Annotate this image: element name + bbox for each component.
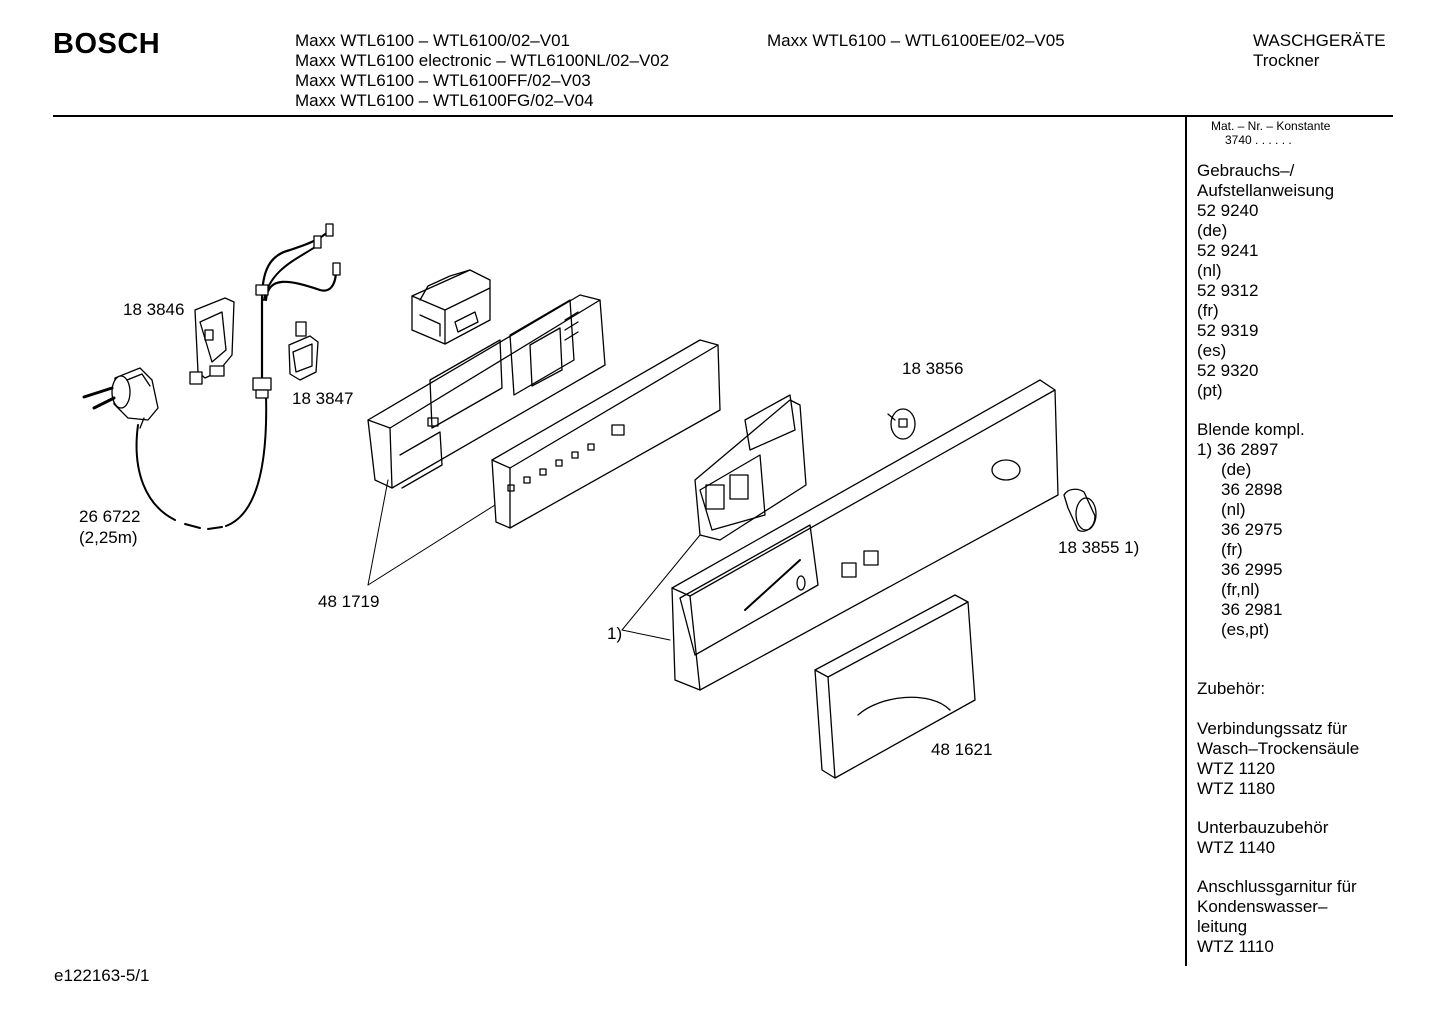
accessory-group: Anschlussgarnitur für Kondenswasser– lei… xyxy=(1197,877,1357,957)
panel-section: Blende kompl. 1) 36 2897 (de) 36 2898 (n… xyxy=(1197,420,1305,640)
mounting-bracket xyxy=(189,297,235,385)
wiring-harness xyxy=(252,223,341,399)
manual-entry: (nl) xyxy=(1197,261,1222,280)
model-line: Maxx WTL6100 – WTL6100FF/02–V03 xyxy=(295,71,591,90)
panel-entry: (nl) xyxy=(1221,500,1246,519)
manual-title: Gebrauchs–/ xyxy=(1197,161,1295,180)
manual-entry: (fr) xyxy=(1197,301,1219,320)
category-heading: WASCHGERÄTE Trockner xyxy=(1253,31,1386,71)
knob-shaft xyxy=(887,408,916,440)
power-plug xyxy=(82,367,159,429)
model-line: Maxx WTL6100 – WTL6100/02–V01 xyxy=(295,31,570,50)
sidebar-divider xyxy=(1185,117,1187,966)
brand-logo: BOSCH xyxy=(53,28,161,60)
accessories-title: Zubehör: xyxy=(1197,679,1266,698)
manual-title: Aufstellanweisung xyxy=(1197,181,1335,200)
relay-connector xyxy=(288,321,319,381)
model-list-secondary: Maxx WTL6100 – WTL6100EE/02–V05 xyxy=(767,31,1065,51)
power-cable xyxy=(135,394,268,530)
panel-entry: 36 2898 xyxy=(1221,480,1283,499)
front-control-panel xyxy=(671,379,1059,691)
part-label-266722: 26 6722 xyxy=(79,507,141,526)
model-line: Maxx WTL6100 – WTL6100FG/02–V04 xyxy=(295,91,594,110)
part-label-481719: 48 1719 xyxy=(318,592,380,611)
panel-entry: (fr) xyxy=(1221,540,1243,559)
material-number-block: Mat. – Nr. – Konstante 3740 . . . . . . xyxy=(1211,119,1330,147)
exploded-parts-drawing xyxy=(82,223,1097,779)
panel-membrane xyxy=(491,339,721,529)
category-line-1: WASCHGERÄTE xyxy=(1253,31,1386,50)
model-line: Maxx WTL6100 electronic – WTL6100NL/02–V… xyxy=(295,51,670,70)
part-label-183856: 18 3856 xyxy=(902,359,964,378)
category-line-2: Trockner xyxy=(1253,51,1320,70)
door-flap xyxy=(814,594,976,779)
part-label-183847: 18 3847 xyxy=(292,389,354,408)
drawing-id: e122163-5/1 xyxy=(54,966,150,985)
part-label-183846: 18 3846 xyxy=(123,300,185,319)
manual-entry: (es) xyxy=(1197,341,1227,360)
accessory-line: WTZ 1120 xyxy=(1197,759,1276,778)
part-label-266722-length: (2,25m) xyxy=(79,528,138,547)
accessory-line: Kondenswasser– xyxy=(1197,897,1328,916)
accessory-line: WTZ 1180 xyxy=(1197,779,1276,798)
panel-title: Blende kompl. xyxy=(1197,420,1305,439)
panel-carrier-frame xyxy=(367,294,606,489)
leader-lines xyxy=(367,479,701,641)
panel-entry: 36 2995 xyxy=(1221,560,1283,579)
panel-entry: 1) 36 2897 xyxy=(1197,440,1279,459)
accessory-line: WTZ 1110 xyxy=(1197,937,1274,956)
manual-entry: 52 9312 xyxy=(1197,281,1259,300)
panel-entry: (es,pt) xyxy=(1221,620,1270,639)
model-list-primary: Maxx WTL6100 – WTL6100/02–V01 Maxx WTL61… xyxy=(295,31,669,111)
manual-entry: (de) xyxy=(1197,221,1228,240)
accessory-group: Verbindungssatz für Wasch–Trockensäule W… xyxy=(1197,719,1359,799)
material-number-label: Mat. – Nr. – Konstante xyxy=(1211,119,1331,133)
rotary-knob xyxy=(1063,488,1097,532)
accessory-line: leitung xyxy=(1197,917,1248,936)
panel-entry: (de) xyxy=(1221,460,1252,479)
accessory-line: Verbindungssatz für xyxy=(1197,719,1348,738)
panel-entry: 36 2981 xyxy=(1221,600,1283,619)
manual-entry: 52 9319 xyxy=(1197,321,1259,340)
accessory-line: Wasch–Trockensäule xyxy=(1197,739,1360,758)
electronic-module xyxy=(411,269,491,345)
button-holder xyxy=(694,394,807,541)
manual-entry: 52 9320 xyxy=(1197,361,1259,380)
model-line: Maxx WTL6100 – WTL6100EE/02–V05 xyxy=(767,31,1065,50)
accessory-line: Anschlussgarnitur für xyxy=(1197,877,1357,896)
manual-entry: 52 9240 xyxy=(1197,201,1259,220)
part-label-481621: 48 1621 xyxy=(931,740,993,759)
manual-section: Gebrauchs–/ Aufstellanweisung 52 9240 (d… xyxy=(1197,161,1334,401)
accessory-line: WTZ 1140 xyxy=(1197,838,1276,857)
accessory-group: Unterbauzubehör WTZ 1140 xyxy=(1197,818,1328,858)
header-divider xyxy=(53,115,1393,117)
manual-entry: 52 9241 xyxy=(1197,241,1259,260)
part-label-183855: 18 3855 1) xyxy=(1058,538,1140,557)
panel-entry: (fr,nl) xyxy=(1221,580,1260,599)
accessory-line: Unterbauzubehör xyxy=(1197,818,1329,837)
part-label-ref1: 1) xyxy=(607,624,623,643)
material-number-value: 3740 . . . . . . xyxy=(1225,133,1292,147)
manual-entry: (pt) xyxy=(1197,381,1223,400)
panel-entry: 36 2975 xyxy=(1221,520,1283,539)
